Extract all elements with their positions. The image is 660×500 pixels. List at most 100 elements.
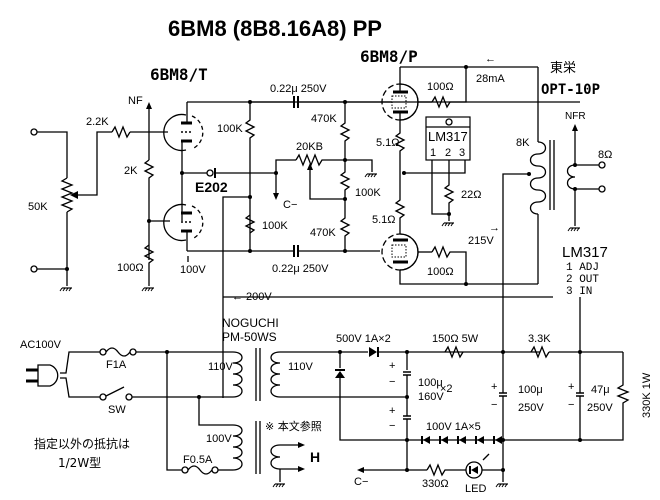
series-r2-label: 3.3K — [528, 333, 551, 345]
diode-e202 — [206, 169, 214, 177]
filter-cap-2 — [576, 392, 584, 397]
heater-output-label: H — [310, 449, 320, 465]
bleeder-resistor — [580, 352, 630, 441]
input-section: 50K 2.2K NF 2K 100Ω — [28, 95, 170, 292]
legend-title: LM317 — [562, 244, 608, 261]
plate-voltage-arrow-icon: → — [489, 222, 500, 234]
driver-tube-upper — [163, 102, 204, 221]
cath-upper-label: 5.1Ω — [376, 137, 400, 149]
power-transformer: 110V 110V NOGUCHI PM-50WS — [208, 316, 314, 401]
rectifier-diode-2 — [335, 371, 345, 378]
secondary-impedance-label: 8Ω — [598, 149, 612, 161]
diode-e202-label: E202 — [195, 179, 228, 195]
cap-lower-label: 0.22μ 250V — [272, 263, 329, 275]
speaker-terminal-hot[interactable] — [598, 161, 606, 169]
plus-2: + — [389, 405, 395, 417]
minus-3: − — [491, 399, 497, 411]
bias-pot[interactable] — [295, 153, 345, 167]
fuse-heater-label: F0.5A — [183, 454, 213, 466]
coupling-section: 0.22μ 250V 0.22μ 250V 470K 100K 470K 20K… — [250, 83, 381, 275]
series-r1-label: 150Ω 5W — [432, 333, 479, 345]
current-label: 28mA — [476, 73, 505, 85]
filter-cap-1-voltage: 250V — [518, 402, 544, 414]
rectifier-label: 500V 1A×2 — [336, 333, 391, 345]
series-resistor-2 — [530, 345, 550, 359]
bleeder-label: 330K 1W — [641, 372, 653, 418]
cathode-voltage-label: 100V — [180, 264, 206, 276]
plus-1: + — [389, 360, 395, 372]
nfr-label: NFR — [565, 111, 586, 122]
doubler-cap-upper — [403, 371, 411, 376]
lm317-pin-2: 2 — [445, 147, 451, 159]
diode-chain-label: 100V 1A×5 — [426, 421, 481, 433]
bias-pot-label: 20KB — [296, 141, 323, 153]
secondary-voltage-label: 110V — [288, 361, 314, 373]
legend-pin-3: 3 IN — [566, 286, 592, 298]
load-lower-label: 100K — [262, 220, 288, 232]
nf-arrow-icon — [146, 102, 152, 109]
primary-voltage-label: 110V — [208, 361, 234, 373]
driver-tube-label: 6BM8/T — [150, 65, 208, 84]
heater-primary-label: 100V — [206, 433, 232, 445]
adj-resistor-label: 22Ω — [461, 189, 481, 201]
doubler-cap-voltage: 160V — [418, 391, 444, 403]
output-tube-upper — [380, 67, 432, 121]
input-terminal-gnd[interactable] — [30, 265, 38, 273]
transformer-model-label: OPT-10P — [541, 82, 600, 98]
filter-cap-1-value: 100μ — [518, 384, 543, 396]
power-supply: AC100V F1A SW 110V 110V NOGUCH — [20, 297, 653, 495]
current-arrow-icon: ← — [485, 53, 496, 65]
note-line-1: 指定以外の抵抗は — [34, 436, 130, 451]
nf-label: NF — [128, 95, 143, 107]
filter-cap-1 — [499, 392, 507, 397]
power-switch[interactable] — [105, 386, 125, 397]
grid-lower-label: 470K — [310, 227, 336, 239]
volume-pot[interactable] — [60, 177, 74, 213]
heater-transformer: 100V ※ 本文参照 H — [206, 419, 322, 488]
plate-voltage-label: 215V — [468, 235, 494, 247]
c-minus-label: C− — [283, 199, 297, 211]
fuse-main-label: F1A — [106, 359, 127, 371]
power-tube-label: 6BM8/P — [360, 47, 418, 66]
plug-icon — [26, 351, 100, 398]
cathode-r2-label: 100Ω — [117, 262, 144, 274]
pot-wiper-icon — [70, 191, 78, 199]
primary-impedance-label: 8K — [516, 137, 530, 149]
lm317-pin-1: 1 — [430, 147, 436, 159]
lm317-regulator: LM317 1 2 3 22Ω — [404, 116, 481, 227]
bias-r-label: 100K — [355, 187, 381, 199]
c-minus-supply-label: C− — [354, 476, 368, 488]
cath-lower-label: 5.1Ω — [372, 214, 396, 226]
cap-upper-label: 0.22μ 250V — [270, 83, 327, 95]
lm317-pin-3: 3 — [459, 147, 465, 159]
load-upper-label: 100K — [217, 123, 243, 135]
grid-upper-label: 470K — [311, 113, 337, 125]
input-terminal-hot[interactable] — [30, 128, 38, 136]
led-label: LED — [465, 483, 486, 495]
lm317-legend: LM317 1 ADJ 2 OUT 3 IN — [562, 244, 608, 298]
led-resistor — [426, 463, 466, 477]
ptrans-maker-label: NOGUCHI — [222, 316, 279, 330]
heater-note-label: ※ 本文参照 — [265, 419, 322, 433]
diode-chain — [421, 436, 502, 444]
mains-label: AC100V — [20, 339, 62, 351]
ptrans-model-label: PM-50WS — [222, 330, 277, 344]
legend-pin-2: 2 OUT — [566, 274, 599, 286]
screen-upper-label: 100Ω — [427, 81, 454, 93]
led-resistor-label: 330Ω — [422, 478, 449, 490]
series-resistor-1 — [444, 345, 464, 359]
c-minus-arrow-icon — [273, 193, 279, 200]
doubler-cap-mult: ×2 — [440, 383, 453, 395]
speaker-terminal-gnd[interactable] — [598, 185, 606, 193]
fuse-heater — [187, 465, 213, 475]
nfr-arrow-icon — [572, 124, 578, 131]
ground-icon — [59, 287, 73, 292]
doubler-cap-value: 100μ — [418, 377, 443, 389]
switch-label: SW — [108, 404, 126, 416]
filter-cap-2-voltage: 250V — [587, 402, 613, 414]
minus-4: − — [568, 399, 574, 411]
output-tube-lower — [381, 233, 432, 271]
plus-4: + — [568, 381, 574, 393]
fuse-main — [105, 347, 131, 357]
